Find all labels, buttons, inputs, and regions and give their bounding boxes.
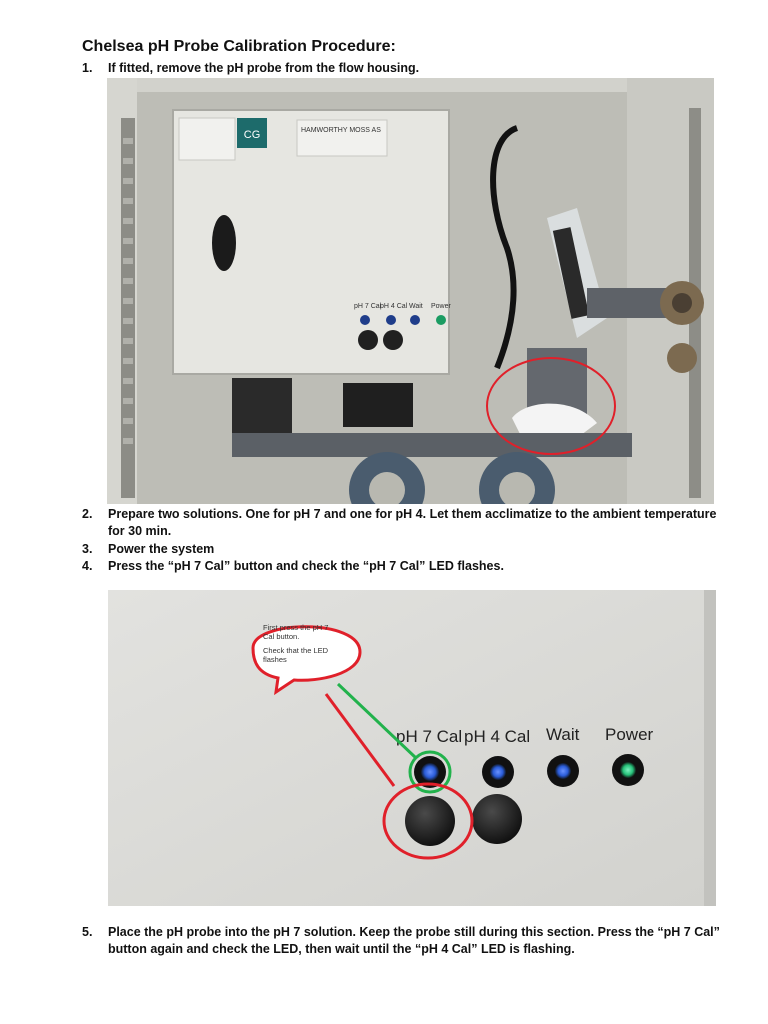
brand-label: HAMWORTHY MOSS AS [301, 127, 381, 134]
led-power-icon [620, 762, 636, 778]
step-text: Place the pH probe into the pH 7 solutio… [108, 925, 720, 956]
step-2: 2. Prepare two solutions. One for pH 7 a… [82, 506, 716, 538]
led-ph4-icon [386, 315, 396, 325]
panel-label-ph7: pH 7 Cal [354, 303, 382, 310]
step-text: Power the system [108, 542, 215, 556]
button-ph7-icon [358, 330, 378, 350]
callout-bubble [251, 625, 362, 696]
step-number: 2. [82, 507, 93, 521]
cabinet-photo: CG HAMWORTHY MOSS AS pH 7 Cal pH 4 Cal W… [107, 78, 714, 504]
led-ph4-icon [490, 764, 506, 780]
step-number: 1. [82, 61, 93, 75]
step-text: Press the “pH 7 Cal” button and check th… [108, 559, 504, 573]
step-5: 5. Place the pH probe into the pH 7 solu… [82, 924, 720, 956]
red-pointer-line [324, 693, 396, 787]
callout-text-1: First press the pH 7 [263, 623, 328, 632]
step-1: 1. If fitted, remove the pH probe from t… [82, 60, 419, 77]
panel-label-power: Power [431, 303, 452, 310]
step-number: 5. [82, 925, 93, 939]
led-wait-icon [555, 763, 571, 779]
panel-label-ph4: pH 4 Cal [380, 303, 408, 310]
step-number: 3. [82, 542, 93, 556]
callout-text-3: Check that the LED [263, 646, 329, 655]
led-power-icon [436, 315, 446, 325]
step-4: 4. Press the “pH 7 Cal” button and check… [82, 558, 504, 575]
green-highlight-circle [408, 750, 452, 794]
button-ph4-icon [472, 794, 522, 844]
step-number: 4. [82, 559, 93, 573]
panel-label-wait: Wait [546, 725, 580, 744]
step-text: Prepare two solutions. One for pH 7 and … [108, 507, 717, 538]
annotation-circle [486, 357, 616, 455]
led-ph7-icon [360, 315, 370, 325]
led-ph7-icon [421, 763, 439, 781]
step-text: If fitted, remove the pH probe from the … [108, 61, 420, 75]
panel-closeup-photo: pH 7 Cal pH 4 Cal Wait Power First press… [108, 590, 716, 906]
button-ph7-icon [405, 796, 455, 846]
panel-label-ph4: pH 4 Cal [464, 727, 530, 746]
callout-text-4: flashes [263, 655, 287, 664]
step-3: 3. Power the system [82, 541, 214, 558]
led-wait-icon [410, 315, 420, 325]
red-highlight-circle [382, 782, 474, 860]
button-ph4-icon [383, 330, 403, 350]
panel-label-power: Power [605, 725, 654, 744]
panel-label-wait: Wait [409, 303, 423, 310]
callout-text-2: Cal button. [263, 632, 299, 641]
green-pointer-line [336, 682, 418, 760]
logo-text: CG [244, 129, 261, 141]
page-title: Chelsea pH Probe Calibration Procedure: [82, 38, 396, 55]
panel-label-ph7: pH 7 Cal [396, 727, 462, 746]
